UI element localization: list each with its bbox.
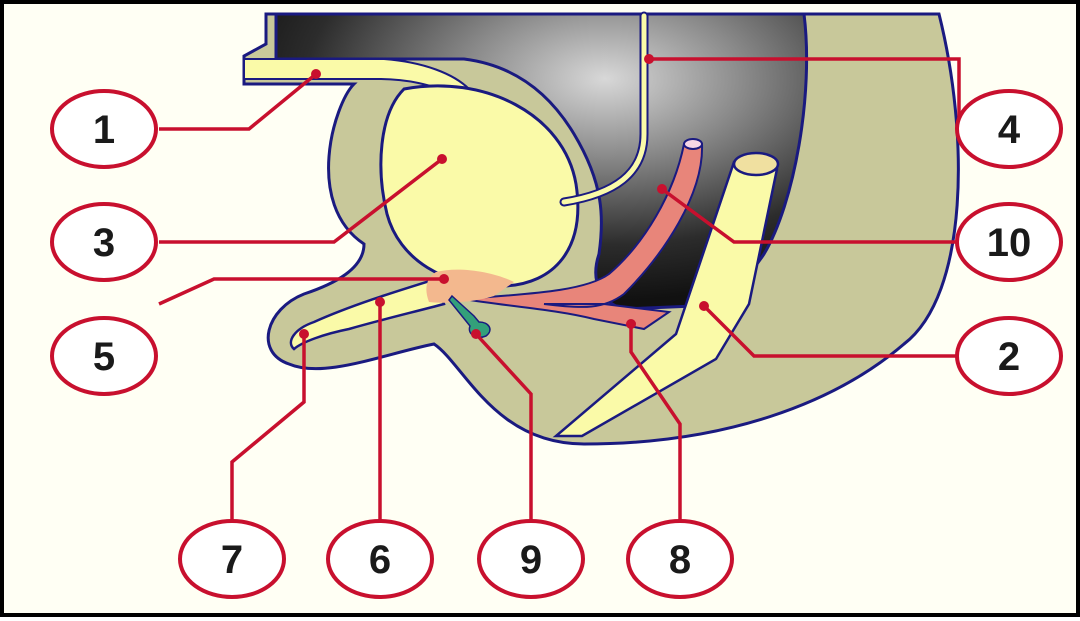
callout-label-6: 6 [369, 538, 391, 582]
callout-label-2: 2 [998, 335, 1020, 379]
vessel-opening [684, 139, 702, 149]
callout-label-10: 10 [987, 221, 1032, 265]
callout-6: 6 [328, 521, 432, 597]
callout-10: 10 [957, 204, 1061, 280]
callout-9: 9 [479, 521, 583, 597]
callout-label-9: 9 [520, 538, 542, 582]
callout-label-3: 3 [93, 221, 115, 265]
callout-7: 7 [180, 521, 284, 597]
callout-label-1: 1 [93, 108, 115, 152]
callout-label-4: 4 [998, 108, 1021, 152]
callout-5: 5 [52, 318, 156, 394]
callout-4: 4 [957, 91, 1061, 167]
callout-3: 3 [52, 204, 156, 280]
callout-2: 2 [957, 318, 1061, 394]
embryo-diagram: 1 2 3 4 5 6 7 8 9 10 [4, 4, 1080, 621]
callout-label-5: 5 [93, 335, 115, 379]
callout-label-7: 7 [221, 538, 243, 582]
tube-opening [734, 153, 778, 175]
callout-label-8: 8 [669, 538, 691, 582]
callout-8: 8 [628, 521, 732, 597]
callout-1: 1 [52, 91, 156, 167]
